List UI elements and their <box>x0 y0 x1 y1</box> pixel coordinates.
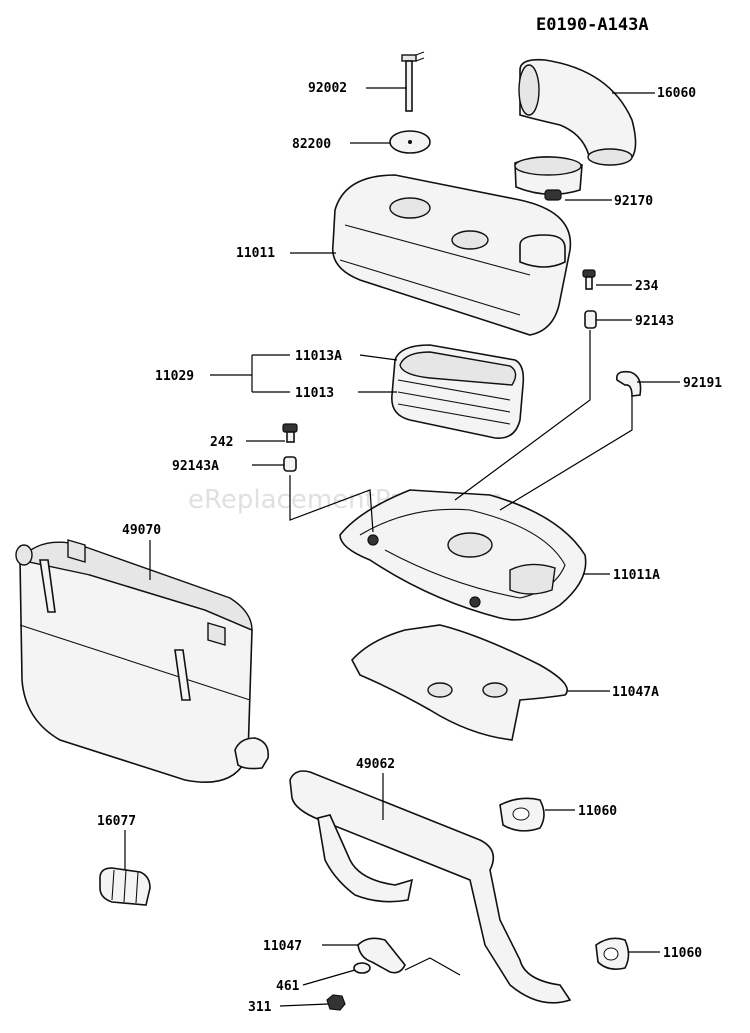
label-311: 311 <box>248 1000 272 1015</box>
label-11060-upper: 11060 <box>578 804 617 819</box>
part-92143A-collar[interactable] <box>283 456 297 472</box>
part-16077-screen[interactable] <box>99 867 151 906</box>
label-11011A: 11011A <box>613 568 660 583</box>
label-11013: 11013 <box>295 386 334 401</box>
label-92143A: 92143A <box>172 459 219 474</box>
part-11060-gasket-upper[interactable] <box>499 797 545 832</box>
leader-lines <box>124 87 680 1007</box>
part-49062-pipe[interactable] <box>289 770 572 1004</box>
part-92170-clamp[interactable] <box>514 156 583 201</box>
part-82200-washer[interactable] <box>389 130 431 154</box>
part-11047-gasket[interactable] <box>357 937 406 974</box>
part-242-bolt[interactable] <box>282 423 298 443</box>
part-461-washer[interactable] <box>353 962 371 974</box>
part-234-screw[interactable] <box>582 269 596 290</box>
label-49070: 49070 <box>122 523 161 538</box>
label-11011: 11011 <box>236 246 275 261</box>
label-11047A: 11047A <box>612 685 659 700</box>
label-92143: 92143 <box>635 314 674 329</box>
label-16060: 16060 <box>657 86 696 101</box>
part-311-nut[interactable] <box>326 994 346 1011</box>
label-92191: 92191 <box>683 376 722 391</box>
label-92002: 92002 <box>308 81 347 96</box>
part-92143-collar[interactable] <box>584 310 597 329</box>
part-11011-cover[interactable] <box>331 174 572 336</box>
part-49070-muffler[interactable] <box>15 539 270 783</box>
part-16060-elbow[interactable] <box>518 58 637 166</box>
label-242: 242 <box>210 435 233 450</box>
label-49062: 49062 <box>356 757 395 772</box>
label-11047: 11047 <box>263 939 302 954</box>
label-82200: 82200 <box>292 137 331 152</box>
part-92191-hose[interactable] <box>615 370 642 397</box>
label-11013A: 11013A <box>295 349 342 364</box>
label-92170: 92170 <box>614 194 653 209</box>
label-11060-lower: 11060 <box>663 946 702 961</box>
part-11013-filter[interactable] <box>391 344 525 439</box>
part-11011A-base[interactable] <box>339 489 587 621</box>
part-92002-bolt[interactable] <box>401 51 425 112</box>
part-labels: 92002 82200 16060 92170 11011 234 92143 … <box>97 81 722 1015</box>
label-11029: 11029 <box>155 369 194 384</box>
diagram-code: E0190-A143A <box>536 15 649 35</box>
part-11047A-gasket[interactable] <box>351 624 568 741</box>
label-234: 234 <box>635 279 659 294</box>
label-461: 461 <box>276 979 300 994</box>
part-11060-gasket-lower[interactable] <box>595 937 630 970</box>
label-16077: 16077 <box>97 814 136 829</box>
